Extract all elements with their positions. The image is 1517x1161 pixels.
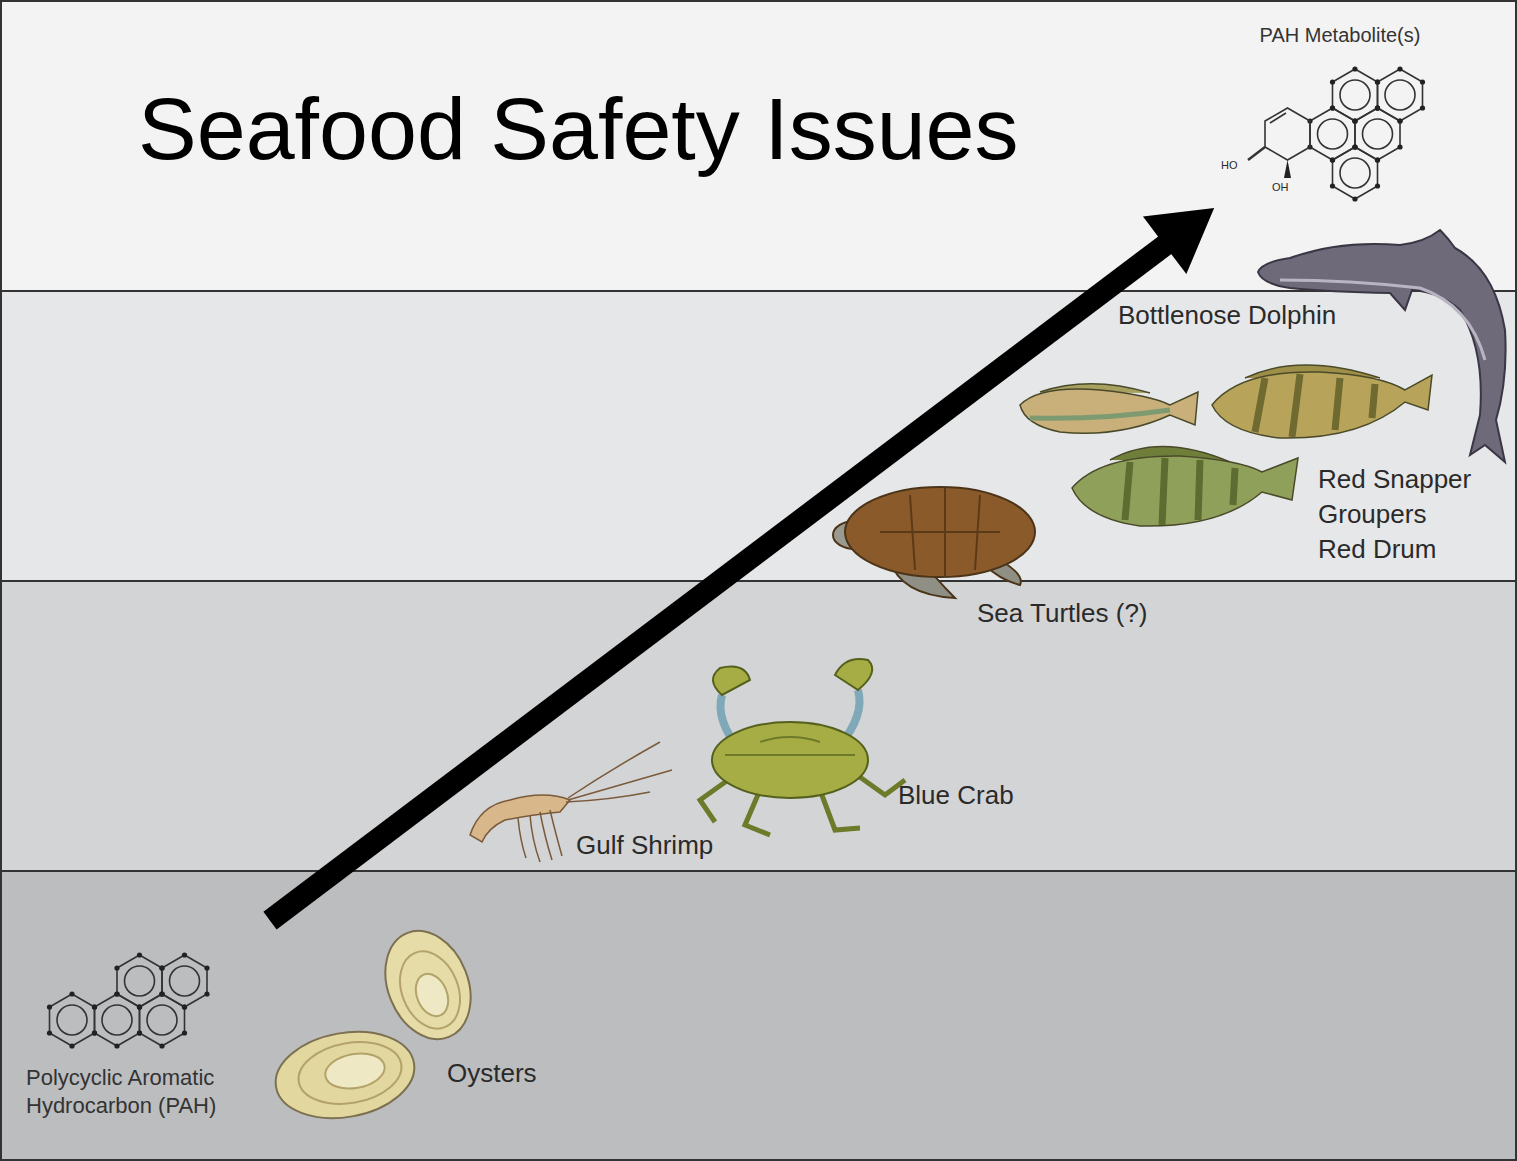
molecule-node: PAH Metabolite(s) bbox=[1210, 18, 1470, 208]
arrow-shaft bbox=[270, 243, 1168, 921]
dolphin bbox=[1258, 230, 1506, 462]
molecule-node: Polycyclic Aromatic Hydrocarbon (PAH) bbox=[20, 905, 270, 1125]
species-label: Blue Crab bbox=[898, 780, 1014, 811]
species-label: Red Drum bbox=[1318, 534, 1436, 565]
sea-turtle bbox=[833, 487, 1035, 598]
species-label: Bottlenose Dolphin bbox=[1118, 300, 1336, 331]
arrowhead bbox=[1143, 208, 1214, 274]
title: Seafood Safety Issues bbox=[138, 78, 1019, 180]
species-label: Gulf Shrimp bbox=[576, 830, 713, 861]
atom-label: HO bbox=[1221, 159, 1238, 171]
molecule-label: Polycyclic Aromatic Hydrocarbon (PAH) bbox=[26, 1064, 264, 1121]
oysters bbox=[269, 918, 486, 1128]
species-label: Red Snapper bbox=[1318, 464, 1471, 495]
atom-label: OH bbox=[1272, 181, 1289, 193]
molecule-label: PAH Metabolite(s) bbox=[1216, 22, 1464, 48]
crab bbox=[700, 659, 905, 835]
metabolite-molecule bbox=[1248, 66, 1425, 201]
flow-arrow bbox=[270, 208, 1214, 921]
species-label: Oysters bbox=[447, 1058, 537, 1089]
pah-molecule bbox=[47, 952, 210, 1048]
species-label: Sea Turtles (?) bbox=[977, 598, 1148, 629]
species-label: Groupers bbox=[1318, 499, 1426, 530]
